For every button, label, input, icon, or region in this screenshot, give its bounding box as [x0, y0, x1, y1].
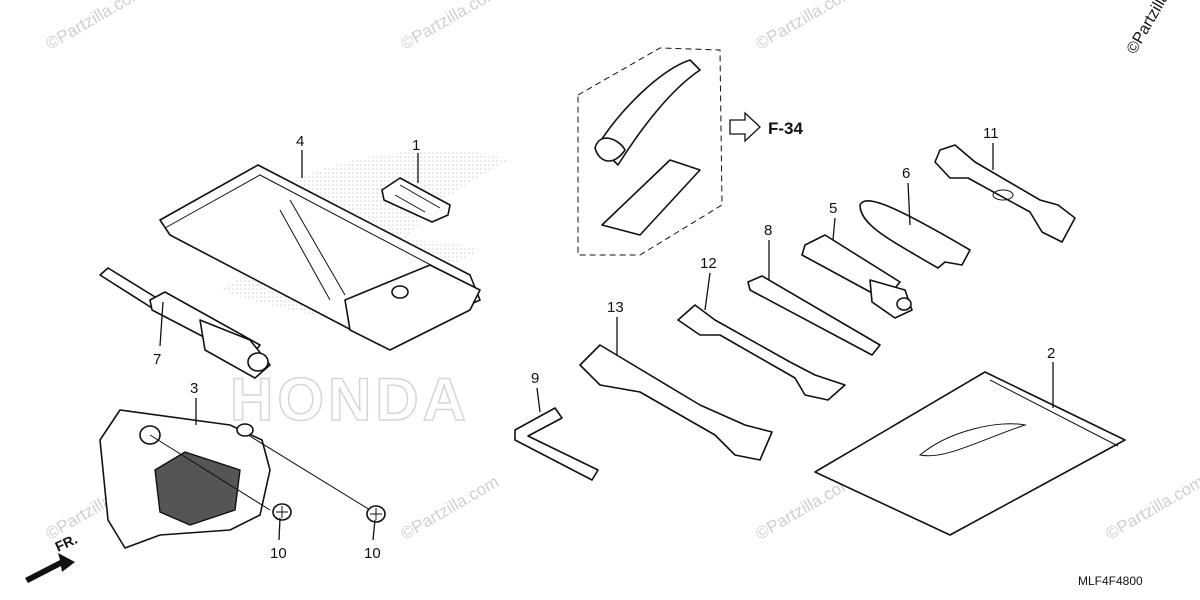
callout-11: 11 [983, 125, 999, 142]
honda-logo-text: HONDA [230, 366, 470, 433]
callout-1: 1 [412, 137, 420, 154]
watermark: ©Partzilla.com [398, 472, 503, 543]
leader-lines [159, 143, 1054, 541]
part-screwdriver[interactable] [801, 234, 913, 319]
callout-8: 8 [764, 222, 772, 239]
part-manual-bag[interactable] [814, 371, 1126, 536]
brand-logo: ©Partzilla [1124, 0, 1173, 57]
callouts: 1 2 3 4 5 6 7 8 9 10 10 11 12 13 [153, 125, 1055, 562]
watermark: ©Partzilla.com [43, 0, 148, 53]
part-screwdriver-bit[interactable] [747, 275, 881, 356]
callout-13: 13 [607, 299, 624, 316]
part-screw-a[interactable] [272, 503, 292, 521]
part-handle[interactable] [859, 199, 971, 269]
part-tool-bag[interactable] [159, 164, 481, 351]
part-socket-wrench[interactable] [99, 267, 271, 379]
watermark: ©Partzilla.com [1103, 472, 1200, 543]
reference-label: F-34 [768, 119, 804, 138]
part-wrench-11[interactable] [934, 144, 1076, 243]
reference-box[interactable]: F-34 [577, 47, 804, 256]
part-hex-key[interactable] [514, 407, 599, 481]
callout-12: 12 [700, 255, 717, 272]
callout-2: 2 [1047, 345, 1055, 362]
callout-9: 9 [531, 370, 539, 387]
part-clip[interactable] [381, 177, 451, 223]
callout-10: 10 [364, 545, 381, 562]
part-tool-cover[interactable] [99, 409, 371, 549]
part-wrench-13[interactable] [579, 344, 773, 461]
part-screw-b[interactable] [366, 505, 386, 523]
callout-10: 10 [270, 545, 287, 562]
watermark: ©Partzilla.com [753, 0, 858, 53]
watermark: ©Partzilla.com [398, 0, 503, 53]
callout-7: 7 [153, 351, 161, 368]
callout-5: 5 [829, 200, 837, 217]
callout-6: 6 [902, 165, 910, 182]
drawing-code: MLF4F4800 [1078, 574, 1143, 588]
callout-4: 4 [296, 133, 304, 150]
callout-3: 3 [190, 380, 198, 397]
part-wrench-12[interactable] [677, 304, 846, 401]
